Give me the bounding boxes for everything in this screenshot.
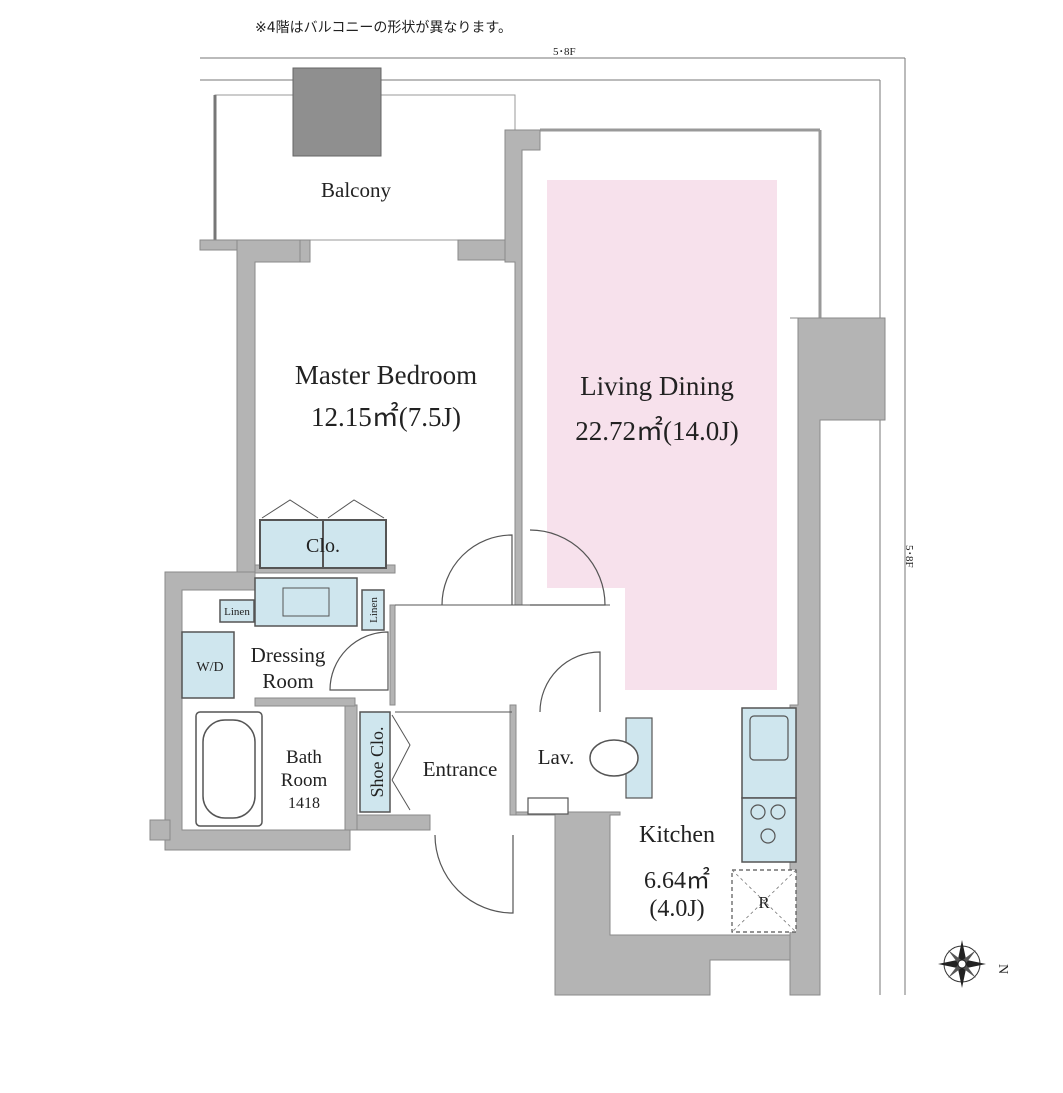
master-bedroom-area: 12.15㎡(7.5J) <box>311 402 461 432</box>
compass-label: N <box>995 964 1010 974</box>
compass-rose-icon <box>938 940 986 988</box>
washer-dryer-space <box>181 631 235 699</box>
bathtub <box>195 711 263 827</box>
bath-room-label-1: Bath <box>286 747 322 768</box>
balcony-area <box>213 67 822 320</box>
bath-room-label-2: Room <box>281 770 328 791</box>
dressing-room-label-2: Room <box>262 669 313 693</box>
kitchen-area-2: (4.0J) <box>649 896 704 922</box>
living-door <box>529 529 606 606</box>
refrigerator-space <box>731 869 797 933</box>
lavatory-label: Lav. <box>538 745 575 769</box>
living-dining-area: 22.72㎡(14.0J) <box>575 416 739 446</box>
bedroom-door <box>441 534 513 606</box>
bath-room-label-3: 1418 <box>288 795 320 812</box>
entrance-label: Entrance <box>423 757 498 781</box>
linen-right-box <box>361 589 385 631</box>
living-dining-floor <box>547 180 777 690</box>
dimension-label-right: 5･8F <box>903 545 915 568</box>
wd-label: W/D <box>196 660 223 675</box>
balcony-label: Balcony <box>321 178 391 202</box>
kitchen-label: Kitchen <box>639 822 715 848</box>
refrigerator-label: R <box>758 893 770 912</box>
dressing-room-door <box>329 631 389 691</box>
master-bedroom-label: Master Bedroom <box>295 360 477 390</box>
floor-note: ※4階はバルコニーの形状が異なります。 <box>255 20 512 36</box>
balcony-unit <box>292 67 382 157</box>
closet <box>259 499 387 569</box>
entrance-door <box>434 834 514 914</box>
lavatory-door <box>539 651 601 713</box>
kitchen-sink <box>741 707 797 799</box>
linen-left-box <box>219 599 255 623</box>
gas-stove <box>741 797 797 863</box>
toilet <box>527 717 653 815</box>
linen-right-label: Linen <box>368 597 380 623</box>
dressing-room-label-1: Dressing <box>251 643 326 667</box>
shoe-closet-label: Shoe Clo. <box>367 726 387 797</box>
linen-left-label: Linen <box>224 606 250 618</box>
closet-label: Clo. <box>306 535 340 557</box>
shoe-closet <box>359 711 391 813</box>
vanity-counter <box>254 577 358 627</box>
kitchen-area-1: 6.64㎡ <box>644 867 710 894</box>
dimension-label-top: 5･8F <box>553 46 576 58</box>
living-dining-label: Living Dining <box>580 371 734 401</box>
